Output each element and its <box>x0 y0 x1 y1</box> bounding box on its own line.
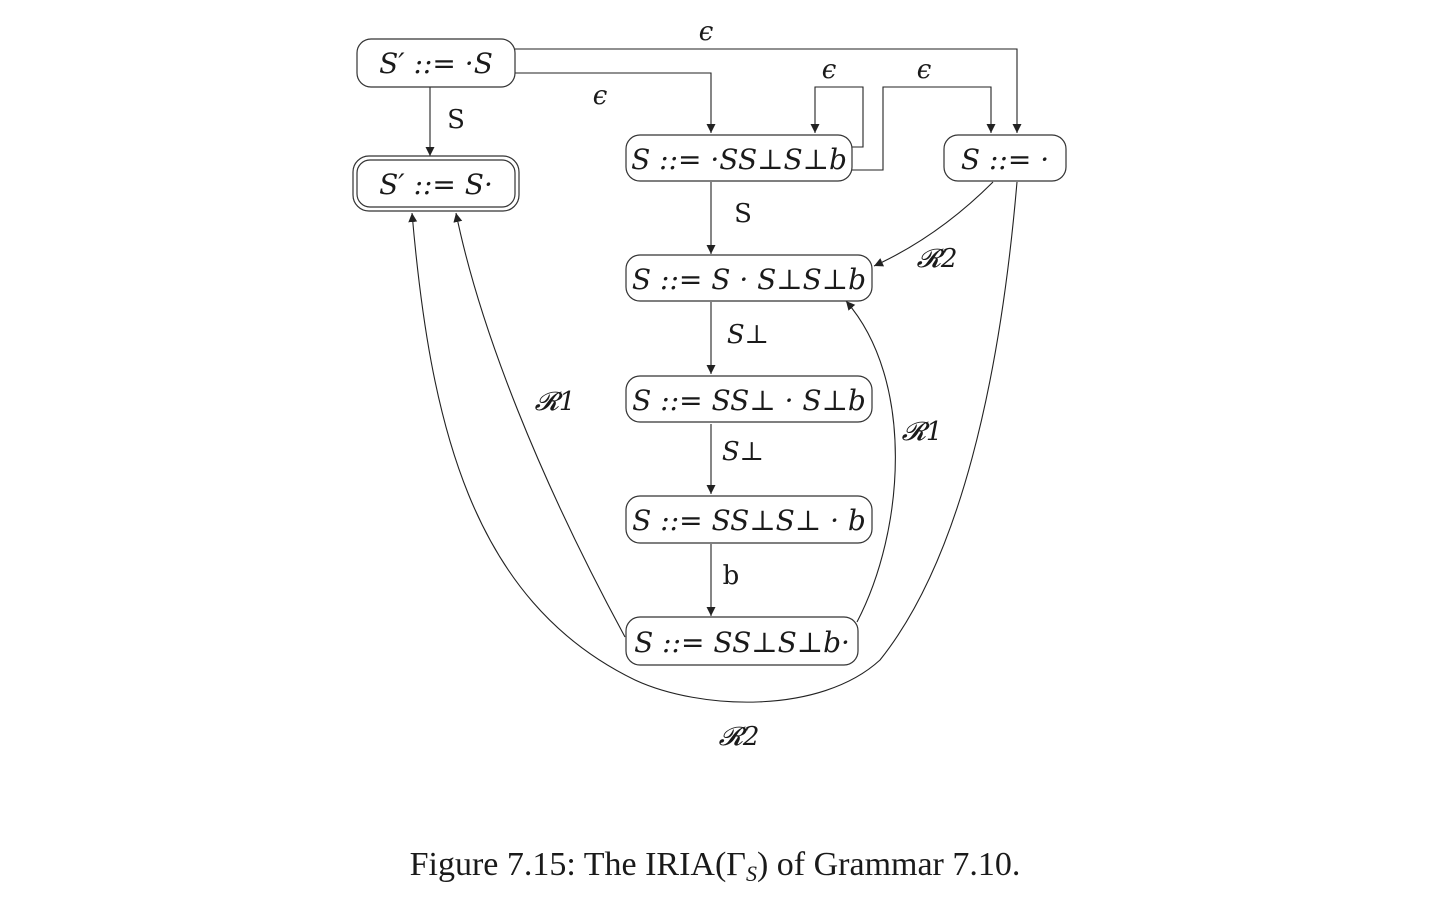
edge-label-e6: 𝓡2 <box>917 244 958 274</box>
node-n5: S ::= SS⊥ · S⊥b <box>625 375 873 423</box>
edge-label-e8: S⊥ <box>722 437 764 467</box>
edge-e4 <box>852 86 996 171</box>
edge-e10 <box>845 300 896 623</box>
edge-labels: S ϵ ϵ ϵ ϵ S 𝓡2 S⊥ S⊥ b 𝓡1 𝓡1 𝓡2 <box>447 17 957 752</box>
node-n7: S ::= SS⊥S⊥b· <box>625 616 859 666</box>
node-label: S ::= SS⊥ · S⊥b <box>632 384 866 417</box>
node-label: S ::= ·SS⊥S⊥b <box>631 143 847 176</box>
edges <box>408 48 1022 703</box>
edge-e12 <box>408 181 1018 703</box>
caption-prefix: Figure 7.15: The IRIA(Γ <box>409 846 746 883</box>
edge-label-e10: 𝓡1 <box>902 417 943 447</box>
edge-label-e2: ϵ <box>699 17 714 47</box>
edge-e6 <box>873 181 994 267</box>
edge-label-e1: ϵ <box>593 81 608 111</box>
node-label: S′ ::= ·S <box>379 47 493 80</box>
node-n0: S′ ::= ·S <box>356 38 516 88</box>
node-label: S ::= SS⊥S⊥ · b <box>632 504 866 537</box>
edge-label-e5: S <box>734 199 752 229</box>
edge-label-e4: ϵ <box>917 55 932 85</box>
node-label: S′ ::= S· <box>379 168 493 201</box>
node-n4: S ::= S · S⊥S⊥b <box>625 254 873 302</box>
edge-e11 <box>453 212 626 638</box>
figure-caption: Figure 7.15: The IRIA(ΓS) of Grammar 7.1… <box>0 846 1430 887</box>
node-n3: S ::= · <box>943 134 1067 182</box>
node-label: S ::= S · S⊥S⊥b <box>632 263 866 296</box>
edge-e1 <box>515 72 716 133</box>
edge-label-e7: S⊥ <box>727 320 769 350</box>
node-label: S ::= SS⊥S⊥b· <box>634 626 850 659</box>
node-n1: S′ ::= S· <box>352 155 520 212</box>
node-label: S ::= · <box>961 143 1049 176</box>
edge-e3 <box>810 86 864 148</box>
node-n2: S ::= ·SS⊥S⊥b <box>625 134 853 182</box>
edge-e2 <box>515 48 1022 133</box>
edge-label-e0: S <box>447 105 465 135</box>
edge-label-e12: 𝓡2 <box>719 722 760 752</box>
caption-suffix: ) of Grammar 7.10. <box>756 846 1021 883</box>
node-n6: S ::= SS⊥S⊥ · b <box>625 495 873 544</box>
caption-subscript: S <box>745 861 757 886</box>
edge-label-e9: b <box>723 561 740 591</box>
edge-label-e11: 𝓡1 <box>535 387 576 417</box>
edge-label-e3: ϵ <box>822 55 837 85</box>
